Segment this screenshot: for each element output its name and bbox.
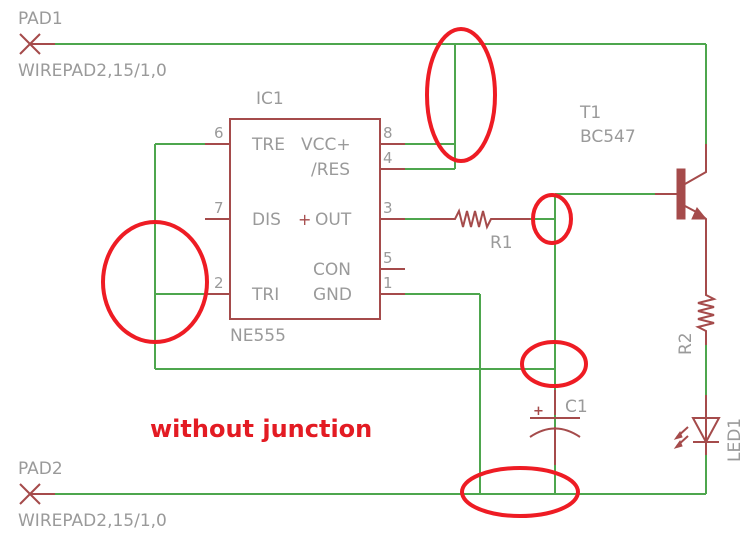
pad2[interactable]: PAD2 WIREPAD2,15/1,0: [18, 459, 167, 531]
highlight-ellipse-left: [101, 220, 209, 344]
led1-name: LED1: [725, 418, 745, 462]
capacitor-c1[interactable]: + C1: [529, 390, 588, 465]
t1-value: BC547: [580, 127, 636, 147]
pad1-name: PAD1: [18, 9, 63, 29]
pad2-name: PAD2: [18, 459, 63, 479]
transistor-t1[interactable]: T1 BC547: [579, 103, 708, 280]
pin-label-res: /RES: [311, 160, 350, 180]
wires: [55, 43, 707, 495]
t1-name: T1: [579, 103, 601, 123]
t1-base-bar: [676, 168, 686, 220]
pin-num-2: 2: [214, 274, 224, 292]
pin-label-tre: TRE: [251, 135, 285, 155]
pin-num-8: 8: [383, 124, 393, 142]
pin-num-5: 5: [383, 249, 393, 267]
pin-label-tri: TRI: [251, 285, 279, 305]
pad2-value: WIREPAD2,15/1,0: [18, 511, 167, 531]
pin-label-vcc: VCC+: [301, 135, 351, 155]
t1-emitter-arrow-icon: [691, 207, 708, 220]
highlight-ellipse-gnd: [460, 466, 580, 518]
pin-num-4: 4: [383, 149, 393, 167]
t1-collector: [684, 144, 707, 185]
led-led1[interactable]: LED1: [673, 395, 745, 462]
pad1-value: WIREPAD2,15/1,0: [18, 61, 167, 81]
pin-num-3: 3: [383, 199, 393, 217]
pin-num-6: 6: [214, 124, 224, 142]
pin-num-1: 1: [383, 274, 393, 292]
pin-num-7: 7: [214, 199, 224, 217]
ic1-value: NE555: [230, 326, 286, 346]
resistor-r2[interactable]: R2: [676, 280, 717, 355]
highlight-marks: [101, 27, 588, 518]
r1-name: R1: [490, 233, 513, 253]
ic1-name: IC1: [256, 89, 284, 109]
highlight-ellipse-c1: [520, 340, 588, 388]
c1-name: C1: [565, 397, 588, 417]
c1-polarity: +: [533, 404, 544, 419]
pin-label-gnd: GND: [313, 285, 352, 305]
pin-label-out: OUT: [315, 210, 352, 230]
pin-label-dis: DIS: [252, 210, 281, 230]
r2-name: R2: [676, 332, 696, 355]
ic1-ne555[interactable]: IC1 NE555 6 7 2 8 4 3 5 1 TRE VCC+ /RES …: [205, 89, 405, 346]
resistor-r1[interactable]: R1: [430, 208, 530, 253]
led-triangle-icon: [691, 417, 721, 445]
pad1[interactable]: PAD1 WIREPAD2,15/1,0: [18, 9, 167, 81]
annotation-without-junction: without junction: [150, 415, 372, 443]
highlight-ellipse-vcc: [425, 27, 497, 163]
pin-label-con: CON: [313, 260, 351, 280]
r1-zigzag-icon: [430, 208, 530, 230]
r2-zigzag-icon: [695, 280, 717, 345]
highlight-ellipse-r1-node: [531, 193, 573, 245]
out-plus-mark: +: [298, 210, 311, 229]
